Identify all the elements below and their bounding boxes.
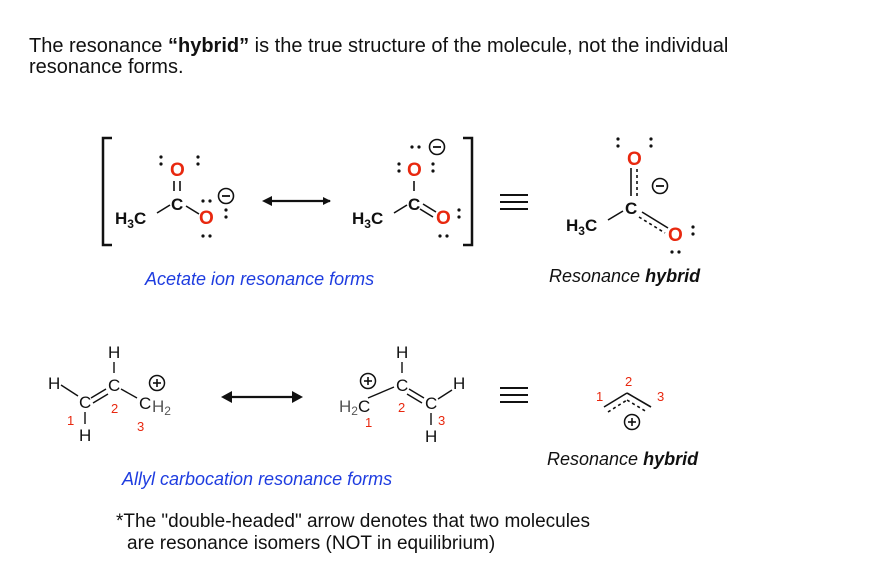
carbon-number: 1: [365, 415, 372, 430]
h2c-label: H2C: [339, 397, 370, 418]
hydrogen-atom: H: [108, 343, 120, 362]
carbon-number: 3: [137, 419, 144, 434]
positive-charge-icon: [359, 372, 377, 390]
oxygen-atom: O: [407, 160, 422, 181]
allyl-hybrid: 1 2 3: [596, 374, 664, 431]
intro-text-line2: resonance forms.: [29, 56, 184, 78]
acetate-hybrid: H3C C O O: [566, 137, 695, 254]
carbon-atom: C: [171, 195, 183, 214]
positive-charge-icon: [148, 374, 166, 392]
hydrogen-atom: H: [396, 343, 408, 362]
lone-pair-dots: [159, 155, 200, 166]
caption-bold: hybrid: [645, 266, 701, 286]
caption-text: Resonance: [547, 449, 644, 469]
carbon-number: 3: [657, 389, 664, 404]
carbon-number: 1: [596, 389, 603, 404]
oxygen-atom: O: [436, 208, 451, 229]
carbon-atom: C: [108, 376, 120, 395]
intro-text-part: is the true structure of the molecule, n…: [249, 35, 729, 57]
methyl-label: H3C: [115, 209, 146, 231]
carbon-number: 2: [111, 401, 118, 416]
caption-bold: hybrid: [643, 449, 699, 469]
hydrogen-atom: H: [453, 374, 465, 393]
equivalence-sign: [500, 194, 528, 210]
hydrogen-atom: H: [425, 427, 437, 446]
oxygen-atom: O: [199, 208, 214, 229]
hybrid-caption-bottom: Resonance hybrid: [547, 449, 698, 470]
hydrogen-atom: H: [48, 374, 60, 393]
carbon-atom: C: [425, 394, 437, 413]
oxygen-atom: O: [627, 149, 642, 170]
intro-text-part: The resonance: [29, 35, 168, 57]
h2-label: H2: [152, 397, 171, 418]
acetate-bracket-left: [101, 136, 112, 247]
carbon-atom: C: [625, 199, 637, 218]
acetate-caption: Acetate ion resonance forms: [145, 269, 375, 289]
methyl-label: H3C: [566, 216, 597, 238]
arrowhead-left: [262, 196, 272, 206]
lone-pair-dots: [438, 208, 461, 238]
intro-text: The resonance “hybrid” is the true struc…: [29, 36, 849, 78]
carbon-atom: C: [396, 376, 408, 395]
positive-charge-icon: [623, 413, 641, 431]
footnote: *The "double-headed" arrow denotes that …: [116, 511, 590, 555]
arrowhead-left: [221, 391, 232, 403]
oxygen-atom: O: [668, 225, 683, 246]
intro-hybrid-word: “hybrid”: [167, 35, 250, 57]
allyl-form-2: H C H2C C H H 1 2 3: [339, 343, 465, 446]
lone-pair-dots: [670, 225, 695, 254]
carbon-number: 2: [398, 400, 405, 415]
equivalence-sign: [500, 387, 528, 403]
carbon-number: 1: [67, 413, 74, 428]
arrowhead-right: [292, 391, 303, 403]
footnote-line2: are resonance isomers (NOT in equilibriu…: [127, 533, 496, 554]
acetate-bracket-right: [463, 136, 474, 247]
oxygen-atom: O: [170, 160, 185, 181]
footnote-line1: *The "double-headed" arrow denotes that …: [116, 511, 590, 532]
carbon-number: 2: [625, 374, 632, 389]
hybrid-caption-top: Resonance hybrid: [549, 266, 700, 287]
hydrogen-atom: H: [79, 426, 91, 445]
methyl-label: H3C: [352, 209, 383, 231]
acetate-form-1: H3C C O O: [115, 155, 235, 238]
allyl-caption: Allyl carbocation resonance forms: [122, 469, 393, 489]
negative-charge-icon: [217, 187, 235, 205]
caption-text: Resonance: [549, 266, 646, 286]
carbon-atom: C: [79, 393, 91, 412]
negative-charge-icon: [651, 177, 669, 195]
acetate-form-2: H3C C O O: [352, 138, 461, 238]
carbon-number: 3: [438, 413, 445, 428]
carbon-atom: C: [408, 195, 420, 214]
carbon-atom: C: [139, 394, 151, 413]
lone-pair-dots: [616, 137, 653, 148]
lone-pair-dots: [397, 145, 435, 173]
lone-pair-dots: [201, 199, 228, 238]
negative-charge-icon: [428, 138, 446, 156]
